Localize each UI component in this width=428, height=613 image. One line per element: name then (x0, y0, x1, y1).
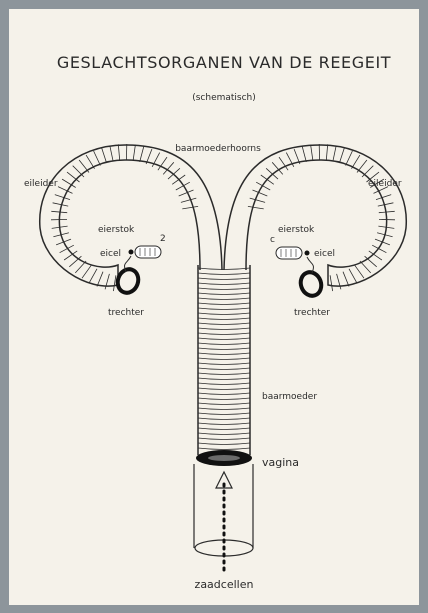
label-oviduct-left: eileider (24, 179, 58, 189)
right-ovary (276, 247, 302, 259)
diagram-title: GESLACHTSORGANEN VAN DE REEGEIT (57, 53, 391, 72)
uterus-body (198, 265, 250, 455)
label-funnel-left: trechter (108, 308, 144, 318)
right-horn-rings (248, 144, 395, 291)
right-funnel (297, 269, 324, 298)
label-ovary-left: eierstok (98, 225, 135, 235)
label-horns: baarmoederhoorns (175, 144, 261, 154)
left-ovary (135, 246, 161, 258)
vagina-opening (196, 450, 252, 466)
label-uterus: baarmoeder (262, 392, 317, 402)
diagram-subtitle: (schematisch) (192, 93, 256, 103)
left-ovary-mark: 2 (160, 234, 166, 244)
label-oviduct-right: eileider (368, 179, 402, 189)
right-egg-cell (305, 251, 314, 274)
label-funnel-right: trechter (294, 308, 330, 318)
label-vagina: vagina (262, 456, 299, 469)
label-ovary-right: eierstok (278, 225, 315, 235)
label-egg-left: eicel (100, 249, 121, 259)
right-ovary-mark: c (270, 235, 275, 245)
label-egg-right: eicel (314, 249, 335, 259)
right-uterine-horn (224, 145, 406, 286)
label-sperm: zaadcellen (195, 578, 254, 591)
left-uterine-horn (40, 145, 222, 286)
